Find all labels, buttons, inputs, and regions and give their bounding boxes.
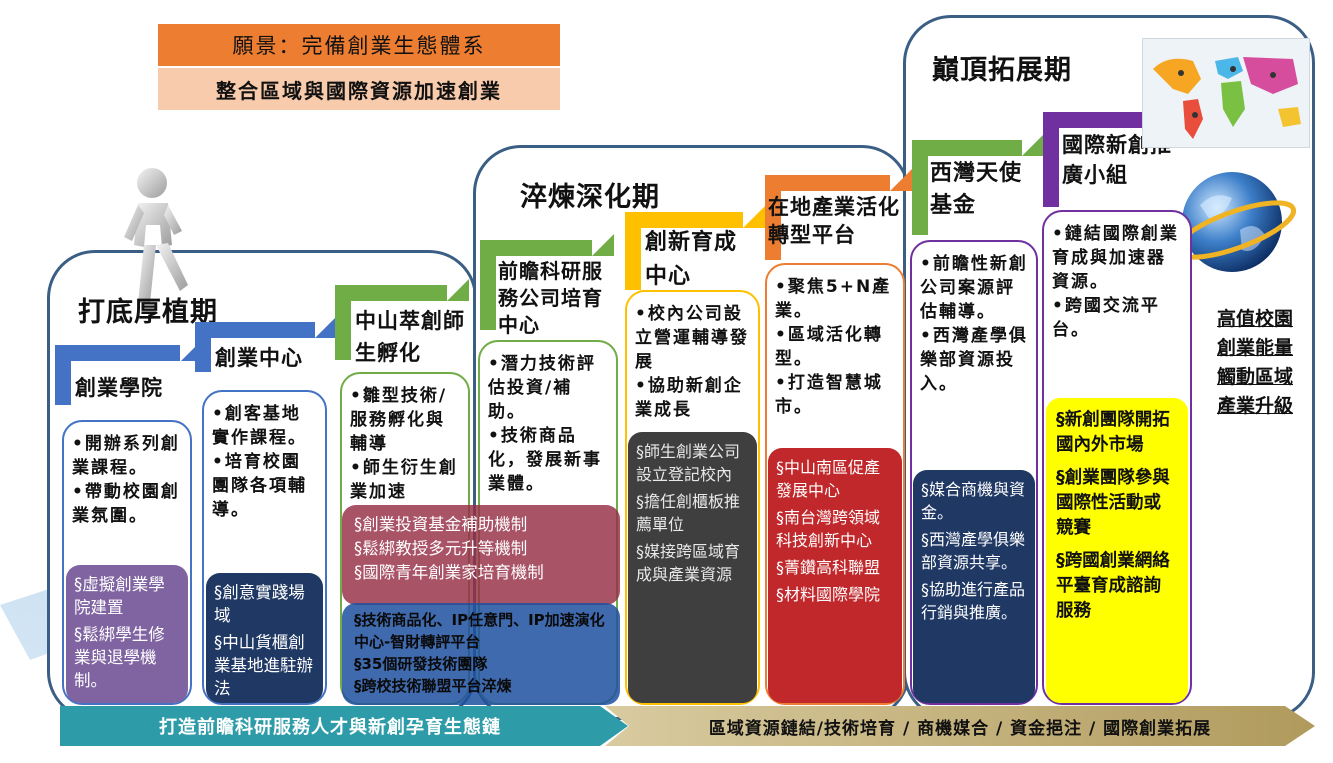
frontier-overlay-1: §技術商品化、IP任意門、IP加速演化中心-智財轉評平台: [354, 611, 605, 651]
side-line-1: 高值校園: [1216, 308, 1293, 330]
innovation-sub-box: §師生創業公司設立登記校內 §擔任創櫃板推薦單位 §媒接跨區域育成與產業資源: [628, 432, 757, 703]
globe-icon: [1173, 172, 1297, 272]
walking-person-icon: [124, 168, 188, 303]
step-frontier-marker: [480, 234, 620, 330]
academy-item-1: •開辦系列創業課程。: [72, 434, 180, 478]
innovation-label: 創新育成中心: [645, 230, 738, 289]
academy-sub-box: §虛擬創業學院建置 §鬆綁學生修業與退學機制。: [66, 565, 188, 703]
bottom-right-band-shape: [605, 706, 1315, 746]
intl-sub-1: §新創團隊開拓國內外市場: [1056, 410, 1170, 455]
center-sub-box: §創意實踐場域 §中山貨櫃創業基地進駐辦法: [206, 573, 323, 703]
angel-sub-2: §西灣產學俱樂部資源共享。: [921, 530, 1026, 572]
intl-sub-box: §新創團隊開拓國內外市場 §創業團隊參與國際性活動或競賽 §跨國創業網絡平臺育成…: [1046, 398, 1188, 703]
step-incubation-marker: [335, 279, 475, 365]
innovation-item-1: •校內公司設立營運輔導發展: [635, 304, 749, 372]
industry-item-1: •聚焦5+N產業。: [775, 277, 892, 321]
academy-sub-1: §虛擬創業學院建置: [74, 575, 165, 617]
industry-sub-box: §中山南區促產發展中心 §南台灣跨領域科技創新中心 §菁鑽高科聯盟 §材料國際學…: [768, 448, 902, 703]
industry-sub-4: §材料國際學院: [776, 585, 881, 604]
side-line-2: 創業能量: [1216, 337, 1293, 359]
intl-item-1: •鏈結國際創業育成與加速器資源。: [1052, 224, 1179, 292]
angel-label: 西灣天使基金: [930, 161, 1023, 218]
incubation-overlay-box: §創業投資基金補助機制 §鬆綁教授多元升等機制 §國際青年創業家培育機制: [342, 505, 620, 605]
frontier-label: 前瞻科研服務公司培育中心: [498, 259, 603, 337]
academy-item-2: •帶動校園創業氛圍。: [72, 482, 180, 526]
side-summary-text: 高值校園 創業能量 觸動區域 產業升級: [1200, 305, 1310, 421]
angel-sub-3: §協助進行產品行銷與推廣。: [921, 580, 1026, 622]
step-center-marker: [195, 316, 337, 382]
angel-sub-box: §媒合商機與資金。 §西灣產學俱樂部資源共享。 §協助進行產品行銷與推廣。: [913, 470, 1035, 703]
bottom-left-band-text: 打造前瞻科研服務人才與新創孕育生態鏈: [159, 717, 501, 738]
angel-item-1: •前瞻性新創公司案源評估輔導。: [920, 254, 1028, 322]
center-sub-1: §創意實踐場域: [214, 583, 305, 625]
innovation-item-2: •協助新創企業成長: [635, 376, 743, 420]
angel-sub-1: §媒合商機與資金。: [921, 480, 1026, 522]
industry-label: 在地產業活化轉型平台: [768, 195, 900, 247]
step-industry-marker: [765, 169, 915, 265]
step-angel-marker: [912, 134, 1052, 240]
angel-item-2: •西灣產學俱樂部資源投入。: [920, 326, 1028, 394]
center-sub-2: §中山貨櫃創業基地進駐辦法: [214, 633, 313, 698]
vision-title-banner: 願景：完備創業生態體系: [158, 24, 560, 66]
center-label: 創業中心: [215, 346, 303, 370]
intl-item-2: •跨國交流平台。: [1052, 296, 1160, 340]
stage-refinement-title: 淬煉深化期: [520, 182, 660, 213]
industry-sub-2: §南台灣跨領域科技創新中心: [776, 508, 881, 550]
stage-expansion-title: 巔頂拓展期: [932, 55, 1072, 86]
frontier-item-2: •技術商品化，發展新事業體。: [488, 426, 602, 494]
industry-sub-1: §中山南區促產發展中心: [776, 458, 881, 500]
bottom-right-band-text: 區域資源鏈結/技術培育 / 商機媒合 / 資金挹注 / 國際創業拓展: [708, 718, 1212, 739]
incubation-label: 中山萃創師生孵化: [355, 309, 465, 365]
step-innovation-marker: [625, 206, 765, 302]
frontier-overlay-box: §技術商品化、IP任意門、IP加速演化中心-智財轉評平台 §35個研發技術團隊 …: [342, 603, 620, 705]
frontier-item-1: •潛力技術評估投資/補助。: [488, 354, 596, 422]
innovation-sub-1: §師生創業公司設立登記校內: [636, 442, 741, 484]
incubation-item-2: •師生衍生創業加速: [350, 458, 458, 502]
frontier-overlay-3: §跨校技術聯盟平台淬煉: [354, 677, 512, 695]
industry-item-3: •打造智慧城市。: [775, 373, 883, 417]
innovation-sub-2: §擔任創櫃板推薦單位: [636, 492, 741, 534]
bottom-left-band-shape: [60, 706, 628, 746]
industry-sub-3: §菁鑽高科聯盟: [776, 558, 881, 577]
frontier-overlay-2: §35個研發技術團隊: [354, 655, 488, 673]
innovation-sub-3: §媒接跨區域育成與產業資源: [636, 542, 741, 584]
incubation-overlay-2: §鬆綁教授多元升等機制: [354, 539, 528, 558]
incubation-overlay-1: §創業投資基金補助機制: [354, 515, 528, 534]
center-item-1: •創客基地實作課程。: [212, 404, 307, 448]
intl-sub-2: §創業團隊參與國際性活動或競賽: [1056, 468, 1170, 538]
side-line-3: 觸動區域: [1216, 366, 1293, 388]
center-item-2: •培育校園團隊各項輔導。: [212, 452, 307, 520]
incubation-item-1: •雛型技術/服務孵化與輔導: [350, 386, 448, 454]
academy-label: 創業學院: [75, 376, 163, 400]
stage-foundation-title: 打底厚植期: [78, 297, 218, 328]
world-map-image: [1142, 38, 1310, 148]
intl-sub-3: §跨國創業網絡平臺育成諮詢服務: [1056, 551, 1170, 621]
industry-item-2: •區域活化轉型。: [775, 325, 883, 369]
academy-sub-2: §鬆綁學生修業與退學機制。: [74, 625, 165, 690]
incubation-overlay-3: §國際青年創業家培育機制: [354, 563, 544, 582]
vision-subtitle-banner: 整合區域與國際資源加速創業: [158, 68, 560, 110]
side-line-4: 產業升級: [1216, 395, 1293, 417]
